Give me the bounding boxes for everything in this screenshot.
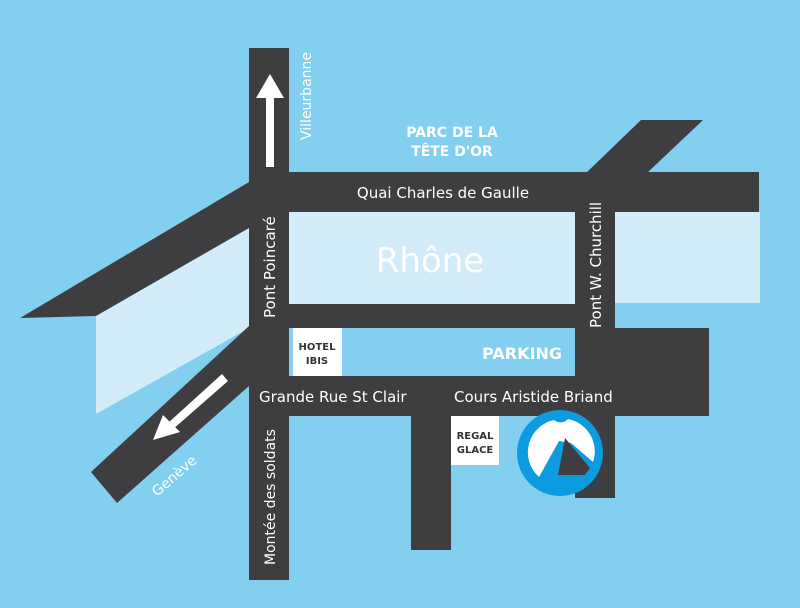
arrow-up-icon: [256, 74, 284, 167]
road-south-quai: [249, 304, 575, 328]
cours-label: Cours Aristide Briand: [454, 388, 613, 406]
hotel-ibis-box: [293, 328, 342, 376]
regal-label-2: GLACE: [457, 445, 494, 456]
river-east: [615, 212, 760, 303]
pont-churchill-label: Pont W. Churchill: [587, 202, 605, 328]
parc-label-2: TÊTE D'OR: [411, 143, 493, 160]
road-northeast-diagonal: [585, 120, 703, 174]
destination-logo-icon: [517, 410, 603, 496]
montee-label: Montée des soldats: [263, 429, 279, 565]
road-quai-charles-de-gaulle: [249, 172, 759, 212]
river-west: [96, 228, 249, 414]
grande-rue-label: Grande Rue St Clair: [259, 388, 407, 406]
hotel-label-2: IBIS: [306, 356, 328, 367]
road-geneve-diagonal: [91, 326, 249, 503]
river-rhone: [289, 212, 575, 304]
parking-label: PARKING: [482, 344, 562, 363]
regal-glace-box: [451, 416, 499, 465]
arrow-southwest-icon: [153, 374, 228, 440]
pont-poincare-label: Pont Poincaré: [261, 216, 279, 318]
quai-label: Quai Charles de Gaulle: [357, 184, 529, 202]
hotel-label-1: HOTEL: [299, 342, 337, 353]
road-south-street: [411, 416, 451, 550]
road-cours-aristide-briand: [249, 376, 709, 416]
regal-label-1: REGAL: [457, 431, 494, 442]
parc-label-1: PARC DE LA: [406, 125, 498, 141]
road-northwest-diagonal: [20, 182, 249, 318]
rhone-label: Rhône: [376, 241, 484, 281]
villeurbanne-label: Villeurbanne: [299, 52, 315, 140]
